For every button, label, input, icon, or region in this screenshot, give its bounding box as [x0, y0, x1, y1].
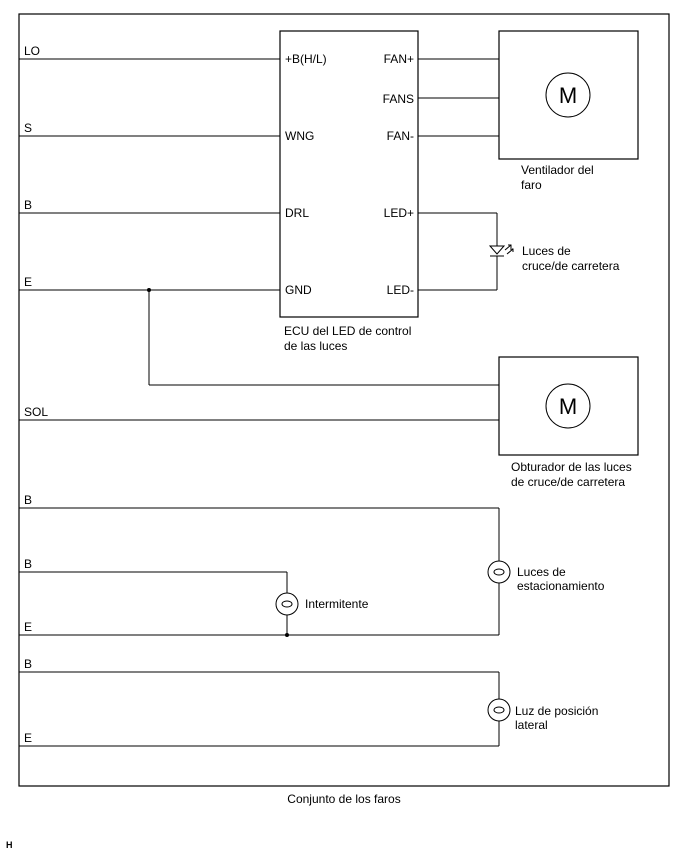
turn-signal-filament — [281, 600, 293, 608]
shutter-motor-label-line1: Obturador de las luces — [511, 460, 632, 474]
fan-motor-label-line1: Ventilador del — [521, 163, 594, 177]
wire-label-e1: E — [24, 275, 32, 289]
ecu-pin-gnd: GND — [285, 283, 312, 297]
side-marker-label-line2: lateral — [515, 718, 548, 732]
wire-label-b4: B — [24, 657, 32, 671]
fan-motor-letter: M — [559, 83, 577, 108]
ecu-pin-led-minus: LED- — [387, 283, 414, 297]
wire-label-lo: LO — [24, 44, 40, 58]
side-marker-icon — [487, 698, 511, 722]
ecu-pin-drl: DRL — [285, 206, 309, 220]
led-label-line2: cruce/de carretera — [522, 259, 620, 273]
side-marker-label-line1: Luz de posición — [515, 704, 598, 718]
wire-label-e2: E — [24, 620, 32, 634]
side-marker-filament — [493, 706, 505, 714]
parking-lamp-label-line1: Luces de — [517, 565, 566, 579]
ecu-pin-b-hl: +B(H/L) — [285, 52, 327, 66]
led-triangle — [488, 245, 506, 255]
ecu-label-line2: de las luces — [284, 339, 347, 353]
turn-signal-icon — [275, 592, 299, 616]
ecu-pin-fans: FANS — [383, 92, 414, 106]
led-label-line1: Luces de — [522, 244, 571, 258]
wire-label-b2: B — [24, 493, 32, 507]
turn-junction-dot — [285, 633, 289, 637]
shutter-motor-symbol — [545, 383, 591, 429]
figure-code: H — [6, 840, 13, 850]
ecu-label-line1: ECU del LED de control — [284, 324, 411, 338]
assembly-label: Conjunto de los faros — [287, 792, 400, 806]
parking-lamp-label-line2: estacionamiento — [517, 579, 605, 593]
turn-signal-label: Intermitente — [305, 597, 369, 611]
parking-lamp-filament — [493, 568, 505, 576]
headlight-assembly-frame — [18, 13, 670, 787]
wire-label-s: S — [24, 121, 32, 135]
ecu-pin-wng: WNG — [285, 129, 314, 143]
fan-motor-symbol — [545, 72, 591, 118]
wire-label-sol: SOL — [24, 405, 48, 419]
fan-motor-box — [498, 30, 639, 160]
led-light-arrows — [504, 244, 514, 255]
ecu-pin-led-plus: LED+ — [384, 206, 414, 220]
shutter-motor-label-line2: de cruce/de carretera — [511, 475, 625, 489]
parking-lamp-icon — [487, 560, 511, 584]
shutter-motor-letter: M — [559, 394, 577, 419]
wire-label-e3: E — [24, 731, 32, 745]
fan-motor-label-line2: faro — [521, 178, 542, 192]
ecu-pin-fan-minus: FAN- — [387, 129, 414, 143]
wire-label-b3: B — [24, 557, 32, 571]
ecu-box — [279, 30, 419, 318]
shutter-motor-box — [498, 356, 639, 456]
ecu-pin-fan-plus: FAN+ — [384, 52, 414, 66]
wire-label-b1: B — [24, 198, 32, 212]
